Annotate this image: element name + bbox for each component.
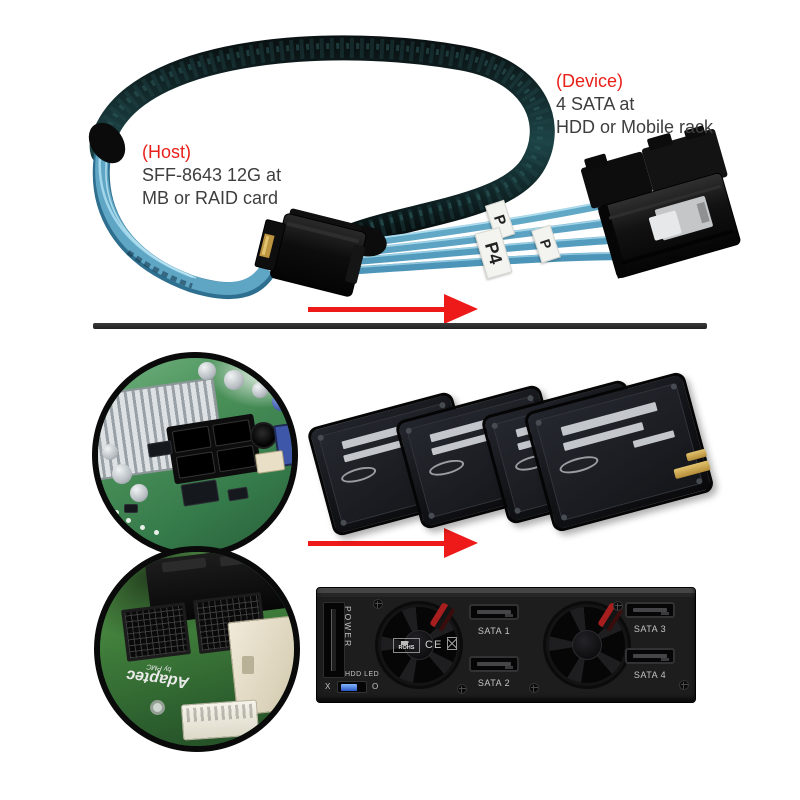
sff-8643-receptacle [121,602,191,662]
capacitor [198,362,216,380]
section-divider [93,323,707,329]
sata-2-label: SATA 2 [477,678,511,688]
power-connector-slot [331,609,336,671]
ssd-label-area [535,382,703,522]
sata-connectors [581,125,741,279]
sff-port [212,419,253,447]
sata-port-slot [477,610,511,614]
flow-arrow-bottom [308,527,480,559]
sata-port-1 [469,604,519,620]
screw [373,599,383,609]
sata-port-slot [633,654,667,658]
beige-connector-tab [242,656,254,674]
host-annotation: (Host) SFF-8643 12G at MB or RAID card [142,141,281,210]
screw [529,683,539,693]
chip [124,504,138,513]
hdd-led-switch [337,681,367,693]
host-annotation-tag: (Host) [142,142,191,162]
ffc-connector [180,699,260,741]
weee-icon [447,637,457,650]
host-annotation-line2: MB or RAID card [142,188,279,208]
mobile-rack-backplane: POWER HDD LED X O ROHS CE SATA 1 SATA 2 … [316,587,696,703]
capacitor [224,370,244,390]
label-flag-p2-text: P [536,237,556,251]
ce-mark: CE [425,639,443,651]
device-annotation: (Device) 4 SATA at HDD or Mobile rack [556,70,713,139]
mount-hole [150,700,165,715]
sata-3-label: SATA 3 [633,624,667,634]
power-label: POWER [343,606,353,649]
ssd-screw [560,513,568,522]
capacitor-blue [272,392,291,411]
sff-8643-connector [254,208,387,297]
capacitor [252,382,268,398]
ssd-screw [695,477,703,485]
screw [613,601,623,611]
ribbon-left-arc [92,145,276,299]
sleeve-tape-wrap [88,122,126,164]
fan [375,601,463,689]
switch-o-label: O [372,682,379,691]
power-header [254,450,286,474]
fan-hub [572,630,602,660]
pcb-hole [140,525,145,530]
cable-photo [88,35,741,299]
arrow-shaft [308,307,446,312]
sata-port-key [505,666,513,669]
capacitor [102,444,118,460]
pcb-hole [114,510,119,515]
screw [457,684,467,694]
label-flag-p1-text: P [490,212,510,228]
sata-port-key [661,612,669,615]
sata-port-3 [625,602,675,618]
ssd-screw [339,519,348,527]
power-connector [323,602,345,678]
sata-port-4 [625,648,675,664]
ffc-ridges [186,703,253,723]
rohs-badge-text: ROHS [398,645,415,651]
ssd-screw [513,507,522,515]
switch-x-label: X [325,682,331,691]
sata-port-slot [477,662,511,666]
arrow-head-icon [444,294,478,324]
ssd-screw [427,512,436,520]
sff-port [171,425,212,454]
pcb-hole [154,530,159,535]
label-flag-p4-text: P4 [481,239,507,267]
motherboard-photo-circle [92,352,298,558]
hdd-led-switch-knob [341,684,357,691]
sata-port-key [505,614,513,617]
sata-port-slot [633,608,667,612]
hdd-led-label: HDD LED [345,671,380,678]
device-annotation-tag: (Device) [556,71,624,91]
pcb-hole [126,518,131,523]
host-annotation-line1: SFF-8643 12G at [142,165,282,185]
sff-port [175,451,216,479]
sata-port-2 [469,656,519,672]
flow-arrow-top [308,293,480,325]
arrow-head-icon [444,528,478,558]
capacitor [130,484,148,502]
device-annotation-line1: 4 SATA at [556,94,635,114]
device-annotation-line2: HDD or Mobile rack [556,117,714,137]
capacitor [112,464,132,484]
ssd-drive-front [522,370,716,534]
sata-port-key [661,658,669,661]
sata-4-label: SATA 4 [633,670,667,680]
rohs-badge: ROHS [393,638,420,653]
sff-port [216,444,257,473]
raid-card-photo-circle: Adaptec by PMC [94,546,300,752]
screw [679,680,689,690]
sata-1-label: SATA 1 [477,626,511,636]
arrow-shaft [308,541,446,546]
